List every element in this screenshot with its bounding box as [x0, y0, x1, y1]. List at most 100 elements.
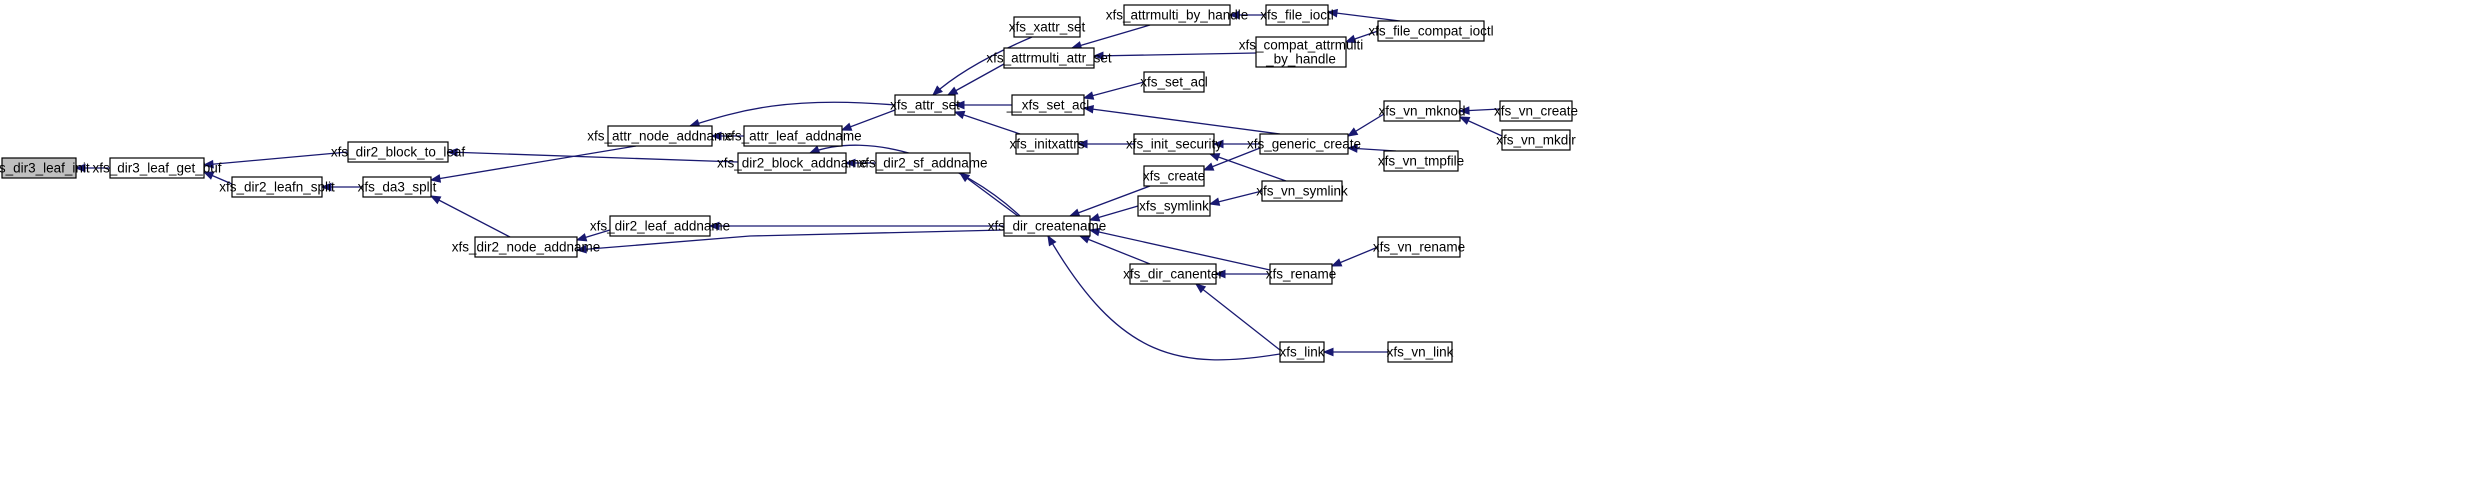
edge-dir_canenter-to-dir_createname [1078, 235, 1151, 265]
node-attrmulti-by-handle[interactable]: xfs_attrmulti_by_handle [1106, 4, 1249, 26]
edge-dir2_sf_addname-to-dir2_block_addname [844, 158, 876, 168]
node-generic-create[interactable]: xfs_generic_create [1247, 133, 1361, 155]
node-link[interactable]: xfs_link [1279, 341, 1325, 363]
node-dir2-block-addname[interactable]: xfs_dir2_block_addname [717, 152, 867, 174]
node---xfs-set-acl[interactable]: __xfs_set_acl [1006, 94, 1090, 116]
node-symlink[interactable]: xfs_symlink [1137, 195, 1211, 217]
node-label: xfs_vn_mknod [1378, 104, 1465, 119]
node-vn-rename[interactable]: xfs_vn_rename [1373, 236, 1465, 258]
node-box [1, 157, 77, 179]
node-box [1003, 215, 1091, 237]
node-vn-symlink[interactable]: xfs_vn_symlink [1256, 180, 1348, 202]
node-label: xfs_file_compat_ioctl [1368, 24, 1493, 39]
arrow-head [808, 145, 821, 154]
node-file-compat-ioctl[interactable]: xfs_file_compat_ioctl [1368, 20, 1494, 42]
node-attr-node-addname[interactable]: xfs_attr_node_addname [587, 125, 733, 147]
node-box [1259, 133, 1349, 155]
arrow-head [446, 147, 458, 157]
node-label: xfs_dir2_leaf_addname [590, 219, 730, 234]
node-vn-tmpfile[interactable]: xfs_vn_tmpfile [1378, 150, 1464, 172]
arrow-head [958, 172, 971, 183]
edge-line [1203, 147, 1261, 171]
edge-generic_create-to-init_security [1212, 139, 1260, 149]
node-label: xfs_attr_leaf_addname [724, 129, 861, 144]
node-init-security[interactable]: xfs_init_security [1126, 133, 1222, 155]
arrow-head [1208, 197, 1221, 206]
node-attrmulti-attr-set[interactable]: xfs_attrmulti_attr_set [986, 47, 1112, 69]
node-label: _by_handle [1265, 52, 1336, 67]
node-xattr-set[interactable]: xfs_xattr_set [1009, 16, 1086, 38]
arrow-head [202, 159, 214, 169]
node-label: xfs_set_acl [1140, 75, 1208, 90]
node-label: xfs_create [1143, 169, 1205, 184]
edge-vn_link-to-link [1322, 347, 1388, 357]
edge-vn_rename-to-rename [1330, 246, 1379, 267]
edge-link-to-dir_createname [1047, 234, 1281, 361]
node-box [1143, 165, 1205, 187]
node-dir-createname[interactable]: xfs_dir_createname [988, 215, 1107, 237]
node-leaf-init[interactable]: xfs_dir3_leaf_init [0, 157, 90, 179]
arrow-head [320, 182, 332, 192]
node-label: xfs_dir2_block_to_leaf [331, 145, 466, 160]
node-box [474, 236, 578, 258]
node-label: xfs_da3_split [358, 180, 437, 195]
node-box [1383, 100, 1461, 122]
node-dir2-node-addname[interactable]: xfs_dir2_node_addname [452, 236, 601, 258]
arrow-head [1068, 208, 1081, 217]
edge-line [947, 63, 1005, 96]
node-set-acl[interactable]: xfs_set_acl [1140, 71, 1208, 93]
arrow-head [1082, 91, 1095, 100]
node-compat-attrmulti[interactable]: xfs_compat_attrmulti_by_handle [1239, 36, 1364, 68]
node-box [1255, 36, 1347, 68]
node-label: xfs_attrmulti_attr_set [986, 51, 1112, 66]
node-dir2-leaf-addname[interactable]: xfs_dir2_leaf_addname [590, 215, 730, 237]
edge-line [447, 151, 739, 163]
edge-line [1209, 153, 1287, 182]
node-da3-split[interactable]: xfs_da3_split [358, 176, 437, 198]
node-box [1011, 94, 1085, 116]
edge-initxattrs-to-attr_set [953, 110, 1021, 135]
node-label: xfs_dir3_leaf_get_buf [92, 161, 221, 176]
node-dir2-sf-addname[interactable]: xfs_dir2_sf_addname [858, 152, 988, 174]
arrow-head [1208, 153, 1221, 162]
nodes-layer: xfs_dir3_leaf_initxfs_dir3_leaf_get_bufx… [0, 4, 1578, 363]
node-vn-create[interactable]: xfs_vn_create [1494, 100, 1578, 122]
arrow-head [1202, 162, 1215, 171]
arrow-head [575, 244, 587, 254]
node-create[interactable]: xfs_create [1143, 165, 1205, 187]
edge-line [689, 101, 896, 127]
node-initxattrs[interactable]: xfs_initxattrs [1009, 133, 1085, 155]
node-vn-mkdir[interactable]: xfs_vn_mkdir [1496, 129, 1576, 151]
node-label: xfs_file_ioctl [1260, 8, 1334, 23]
arrow-head [1078, 235, 1091, 244]
edge-xattr_set-to-attr_set [932, 36, 1033, 96]
arrow-head [1212, 139, 1224, 149]
node-label: xfs_attr_node_addname [587, 129, 733, 144]
node-box [1269, 263, 1333, 285]
arrow-head [710, 131, 722, 141]
edge-line [203, 151, 349, 166]
edge-file_compat_ioctl-to-file_ioctl [1326, 8, 1401, 22]
node-label: xfs_attrmulti_by_handle [1106, 8, 1249, 23]
node-rename[interactable]: xfs_rename [1266, 263, 1337, 285]
arrow-head [946, 86, 959, 96]
node-attr-leaf-addname[interactable]: xfs_attr_leaf_addname [724, 125, 862, 147]
node-attr-set[interactable]: xfs_attr_set [890, 94, 960, 116]
node-vn-link[interactable]: xfs_vn_link [1387, 341, 1454, 363]
edge-leaf_get_buf-to-leaf_init [74, 163, 110, 173]
arrow-head [844, 158, 856, 168]
node-leafn-split[interactable]: xfs_dir2_leafn_split [219, 176, 335, 198]
node-label: xfs_dir_createname [988, 219, 1107, 234]
node-leaf-get-buf[interactable]: xfs_dir3_leaf_get_buf [92, 157, 222, 179]
node-vn-mknod[interactable]: xfs_vn_mknod [1378, 100, 1466, 122]
arrow-head [953, 110, 966, 120]
arrow-head [1088, 213, 1101, 222]
node-dir-canenter[interactable]: xfs_dir_canenter [1123, 263, 1223, 285]
node-label: xfs_link [1279, 345, 1324, 360]
node-box [609, 215, 711, 237]
edge-block_to_leaf-to-leaf_get_buf [202, 151, 349, 169]
node-block-to-leaf[interactable]: xfs_dir2_block_to_leaf [331, 141, 466, 163]
node-box [875, 152, 971, 174]
node-file-ioctl[interactable]: xfs_file_ioctl [1260, 4, 1334, 26]
edge-attr_leaf_addname-to-attr_node_addname [710, 131, 744, 141]
